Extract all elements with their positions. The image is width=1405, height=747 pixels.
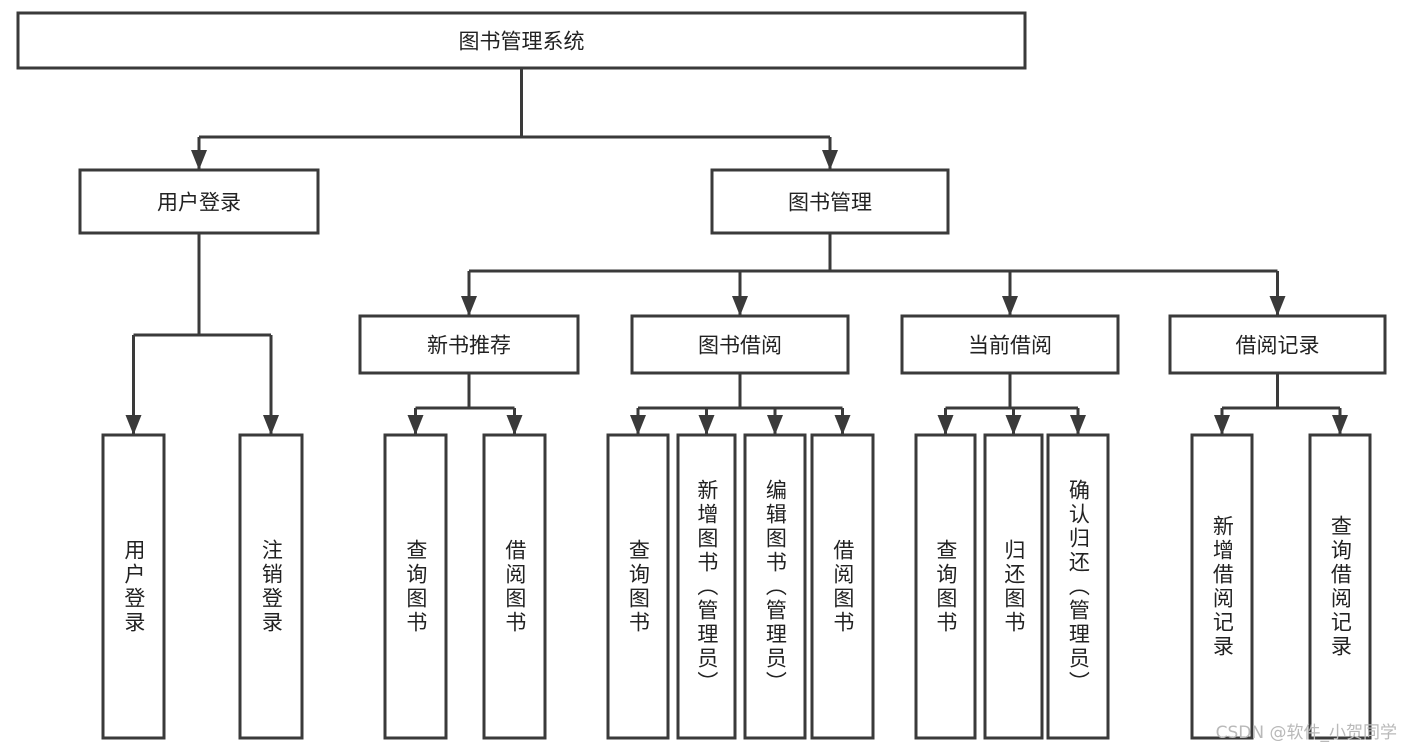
arrow-head <box>834 415 851 435</box>
node-label: 确认归还（管理员） <box>1066 478 1091 695</box>
node-l3-bb-add[interactable]: 新增图书（管理员） <box>676 433 737 740</box>
arrow-head <box>732 296 748 316</box>
arrow-head <box>698 415 715 435</box>
node-box[interactable] <box>810 433 875 740</box>
arrow-head <box>630 415 646 435</box>
node-label-wrap: 新增图书（管理员） <box>694 478 719 695</box>
node-box[interactable] <box>358 314 580 375</box>
node-label: 查询图书 <box>626 538 651 635</box>
node-l3-bb-query[interactable]: 查询图书 <box>606 433 670 740</box>
node-l3-cb-confirm[interactable]: 确认归还（管理员） <box>1046 433 1110 740</box>
node-box[interactable] <box>743 433 807 740</box>
node-label-wrap: 借阅图书 <box>502 538 527 635</box>
node-box[interactable] <box>1168 314 1387 375</box>
node-box[interactable] <box>606 433 670 740</box>
arrow-head <box>937 415 954 435</box>
node-label: 用户登录 <box>121 538 146 635</box>
node-label-wrap: 新增借阅记录 <box>1210 514 1235 659</box>
node-label-wrap: 确认归还（管理员） <box>1066 478 1091 695</box>
arrow-head <box>1005 415 1022 435</box>
node-l3-bb-edit[interactable]: 编辑图书（管理员） <box>743 433 807 740</box>
node-box[interactable] <box>238 433 304 740</box>
node-layer: 图书管理系统用户登录图书管理新书推荐图书借阅当前借阅借阅记录用户登录注销登录查询… <box>16 11 1387 740</box>
node-box[interactable] <box>101 433 166 740</box>
node-label: 借阅图书 <box>502 538 527 635</box>
node-l2-new-book[interactable]: 新书推荐 <box>358 314 580 375</box>
node-l3-cb-return[interactable]: 归还图书 <box>983 433 1044 740</box>
node-l3-cb-query[interactable]: 查询图书 <box>914 433 977 740</box>
node-label: 编辑图书（管理员） <box>763 478 788 695</box>
node-l3-nb-query[interactable]: 查询图书 <box>383 433 448 740</box>
arrow-head <box>407 415 424 435</box>
node-label: 查询借阅记录 <box>1328 514 1353 659</box>
arrow-head <box>767 415 783 435</box>
watermark-label: CSDN @软件_小贺同学 <box>1215 723 1397 743</box>
node-label-wrap: 借阅图书 <box>830 538 855 635</box>
arrow-head <box>822 150 838 170</box>
node-label: 借阅记录 <box>1236 334 1320 358</box>
node-label: 查询图书 <box>403 538 428 635</box>
node-label: 新增借阅记录 <box>1210 514 1235 659</box>
node-l3-rec-query[interactable]: 查询借阅记录 <box>1308 433 1372 740</box>
node-root[interactable]: 图书管理系统 <box>16 11 1027 70</box>
node-l3-bb-borrow[interactable]: 借阅图书 <box>810 433 875 740</box>
node-box[interactable] <box>914 433 977 740</box>
arrow-head <box>263 415 279 435</box>
node-label: 当前借阅 <box>968 334 1052 358</box>
node-label-wrap: 注销登录 <box>259 538 284 635</box>
node-label-wrap: 编辑图书（管理员） <box>763 478 788 695</box>
arrow-head <box>1070 415 1086 435</box>
node-l3-user-logout[interactable]: 注销登录 <box>238 433 304 740</box>
node-box[interactable] <box>16 11 1027 70</box>
node-l2-current[interactable]: 当前借阅 <box>900 314 1120 375</box>
node-box[interactable] <box>630 314 850 375</box>
node-box[interactable] <box>676 433 737 740</box>
node-box[interactable] <box>1190 433 1254 740</box>
node-l1-book-manage[interactable]: 图书管理 <box>710 168 950 235</box>
node-label: 注销登录 <box>259 538 284 635</box>
node-l3-user-login[interactable]: 用户登录 <box>101 433 166 740</box>
node-label-wrap: 查询借阅记录 <box>1328 514 1353 659</box>
arrow-head <box>506 415 523 435</box>
node-label: 查询图书 <box>933 538 958 635</box>
node-label: 图书管理 <box>788 191 872 215</box>
node-label-wrap: 查询图书 <box>403 538 428 635</box>
node-label: 图书管理系统 <box>459 30 585 54</box>
arrow-head <box>1332 415 1348 435</box>
arrow-head <box>191 150 207 170</box>
node-l3-rec-add[interactable]: 新增借阅记录 <box>1190 433 1254 740</box>
node-box[interactable] <box>1046 433 1110 740</box>
arrow-head <box>1269 296 1286 316</box>
node-label-wrap: 查询图书 <box>933 538 958 635</box>
node-label: 用户登录 <box>157 191 241 215</box>
node-label-wrap: 归还图书 <box>1001 538 1026 635</box>
arrow-head <box>125 415 142 435</box>
arrow-head <box>461 296 477 316</box>
arrow-head <box>1002 296 1018 316</box>
node-label: 新增图书（管理员） <box>694 478 719 695</box>
node-l2-record[interactable]: 借阅记录 <box>1168 314 1387 375</box>
node-label: 归还图书 <box>1001 538 1026 635</box>
node-box[interactable] <box>983 433 1044 740</box>
node-box[interactable] <box>710 168 950 235</box>
connector-layer <box>125 68 1348 435</box>
node-l2-borrow[interactable]: 图书借阅 <box>630 314 850 375</box>
node-box[interactable] <box>383 433 448 740</box>
node-label: 借阅图书 <box>830 538 855 635</box>
node-box[interactable] <box>482 433 547 740</box>
node-l1-user-login[interactable]: 用户登录 <box>78 168 320 235</box>
node-box[interactable] <box>900 314 1120 375</box>
node-box[interactable] <box>78 168 320 235</box>
node-label-wrap: 用户登录 <box>121 538 146 635</box>
node-label: 新书推荐 <box>427 334 511 358</box>
node-label: 图书借阅 <box>698 334 782 358</box>
node-label-wrap: 查询图书 <box>626 538 651 635</box>
node-l3-nb-borrow[interactable]: 借阅图书 <box>482 433 547 740</box>
arrow-head <box>1214 415 1230 435</box>
node-box[interactable] <box>1308 433 1372 740</box>
